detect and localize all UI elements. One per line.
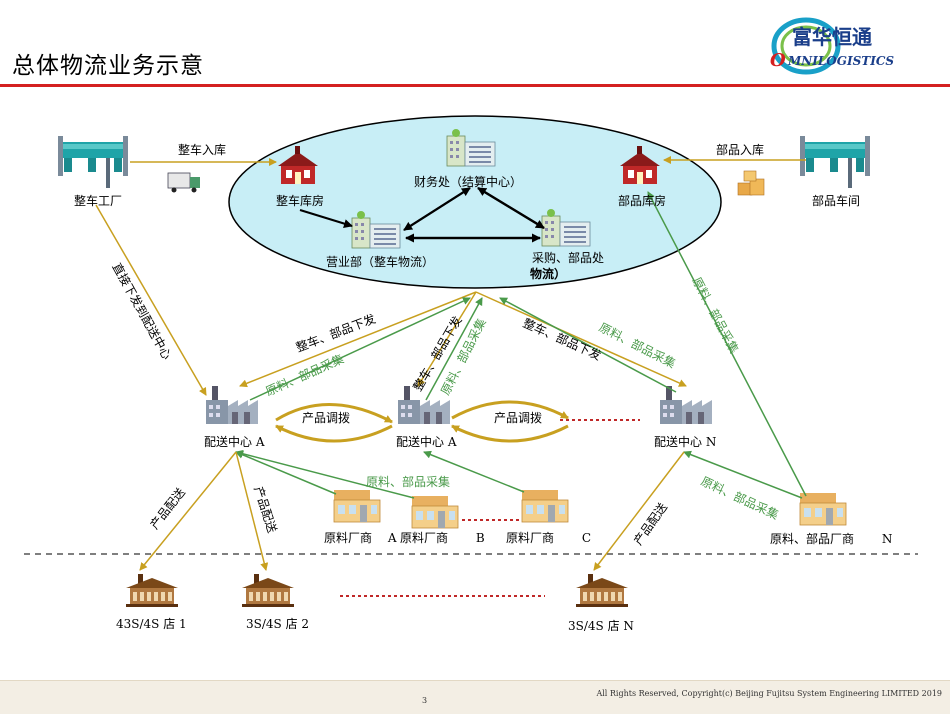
supplier-n-icon: [799, 492, 847, 526]
arrow-transfer-right-to-dc2: [451, 424, 569, 443]
arrow-transfer-dc1-to-dc2: [275, 403, 393, 424]
label-issue-3: 整车、部品下发: [521, 315, 604, 363]
supplier-c-icon: [521, 489, 569, 523]
label-purchase-line1: 采购、部品处: [532, 250, 604, 265]
label-dc-2: 配送中心 A: [396, 434, 457, 449]
label-vehicle-inbound: 整车入库: [178, 142, 226, 157]
arrow-dc1-to-store1: [139, 451, 237, 571]
label-delivery-1: 产品配送: [147, 485, 188, 532]
label-supplier-c: 原料厂商 C: [506, 530, 591, 545]
label-finance: 财务处（结算中心）: [414, 174, 522, 189]
label-store-1: 43S/4S 店 1: [116, 617, 187, 631]
label-purchase-1: 原料、部品采集: [263, 351, 346, 399]
label-transfer-2: 产品调拨: [494, 411, 542, 425]
label-plant: 整车工厂: [74, 193, 122, 208]
store-2-icon: [242, 574, 294, 607]
label-parts-workshop: 部品车间: [812, 193, 860, 208]
arrow-dc3-to-storen: [593, 451, 685, 571]
label-parts-inbound: 部品入库: [716, 142, 764, 157]
arrow-hq-to-dc1: [239, 291, 477, 388]
logo-o-letter: O: [770, 50, 786, 71]
parts-boxes-icon: [737, 170, 765, 196]
supplier-b-icon: [411, 495, 459, 529]
label-store-2: 3S/4S 店 2: [246, 617, 309, 631]
arrow-finance-to-sales: [403, 187, 471, 231]
label-dc-1: 配送中心 A: [204, 434, 265, 449]
label-purchase-3: 原料、部品采集: [597, 319, 679, 371]
store-n-icon: [576, 574, 628, 607]
label-dc-3: 配送中心 N: [654, 434, 716, 449]
dc-3-factory-icon: [660, 386, 712, 424]
arrow-dc2-to-hq: [425, 297, 483, 401]
arrow-hq-to-dc3: [475, 291, 687, 387]
company-logo: 富华恒通 O MNILOGISTICS: [770, 17, 894, 75]
label-parts-warehouse: 部品库房: [618, 193, 666, 208]
arrow-dc3-to-hq: [499, 297, 677, 393]
label-purchase-line2: 物流）: [530, 266, 566, 281]
arrow-dc1-to-hq: [249, 297, 471, 401]
label-purchase-6: 原料、部品采集: [699, 473, 781, 522]
truck-icon: [167, 172, 200, 193]
arrow-plant-to-dc: [95, 204, 207, 396]
label-transfer-1: 产品调拨: [302, 411, 350, 425]
arrow-transfer-dc2-to-dc1: [275, 424, 393, 443]
arrow-hq-to-dc2: [417, 291, 477, 387]
logo-cn-text: 富华恒通: [792, 25, 872, 49]
supplier-a-icon: [333, 489, 381, 523]
ellipsis-dots: [340, 419, 640, 597]
dc-1-factory-icon: [206, 386, 258, 424]
title-divider: [0, 84, 950, 87]
label-purchase-4: 原料、部品采集: [689, 274, 742, 355]
label-store-n: 3S/4S 店 N: [568, 619, 634, 633]
logistics-diagram: 整车工厂 部品车间 整车库房 部品库房 财务处（结算中心） 营业部（整车物流） …: [24, 115, 918, 633]
arrow-dc1-to-store2: [235, 451, 269, 571]
page-title: 总体物流业务示意: [12, 53, 204, 79]
label-delivery-3: 产品配送: [630, 500, 670, 548]
page-number: 3: [422, 696, 428, 705]
label-direct-to-dc: 直接下发到配送中心: [109, 260, 174, 362]
logo-en-text: MNILOGISTICS: [787, 54, 894, 68]
arrow-supplier-n-to-dc3: [683, 450, 803, 499]
arrow-supplier-n-to-parts-warehouse: [647, 191, 807, 497]
label-supplier-a: 原料厂商 A: [324, 530, 397, 545]
arrow-supplier-c-to-dc2: [423, 450, 525, 493]
label-supplier-b: 原料厂商 B: [400, 530, 485, 545]
label-sales: 营业部（整车物流）: [326, 254, 434, 269]
copyright-text: All Rights Reserved, Copyright(c) Beijin…: [596, 689, 942, 698]
arrow-supplier-a-to-dc1: [235, 451, 337, 495]
arrow-purchase-to-finance: [477, 187, 545, 229]
store-1-icon: [126, 574, 178, 607]
footer-bar: [0, 680, 950, 714]
arrow-supplier-b-to-dc1: [235, 449, 415, 499]
parts-workshop-icon: [800, 136, 870, 188]
vehicle-plant-icon: [58, 136, 128, 188]
arrow-transfer-dc2-to-right: [451, 400, 569, 420]
label-vehicle-warehouse: 整车库房: [276, 193, 324, 208]
label-purchase-5: 原料、部品采集: [366, 474, 450, 489]
label-supplier-n: 原料、部品厂商 N: [770, 531, 892, 546]
arrow-warehouse-to-sales: [299, 208, 353, 228]
